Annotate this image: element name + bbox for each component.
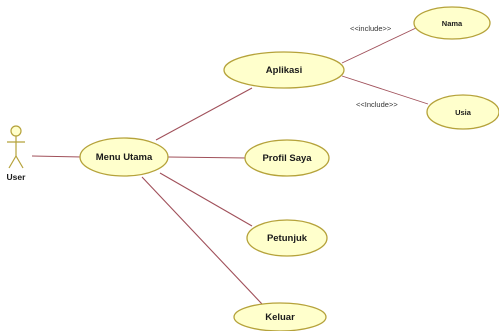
use-case-ellipse xyxy=(244,139,330,177)
use-case-ellipse xyxy=(79,137,169,177)
actor-left-leg-icon xyxy=(8,155,17,169)
use-case-keluar[interactable]: Keluar xyxy=(233,302,327,331)
use-case-ellipse xyxy=(426,94,499,130)
actor-label: User xyxy=(7,172,27,182)
use-case-label-petunjuk: Petunjuk xyxy=(267,233,308,244)
use-case-ellipse xyxy=(233,302,327,331)
assoc-menu-utama-petunjuk xyxy=(159,172,253,227)
actor-head-icon xyxy=(10,125,22,137)
include-label-nama: <<include>> xyxy=(350,24,392,33)
assoc-user-menu-utama xyxy=(31,155,83,158)
use-case-label-nama: Nama xyxy=(442,19,463,28)
use-case-ellipse xyxy=(413,6,491,40)
use-case-ellipse xyxy=(223,51,345,89)
include-line-aplikasi-nama xyxy=(341,27,417,64)
assoc-menu-utama-aplikasi xyxy=(155,87,253,141)
use-case-nama[interactable]: Nama xyxy=(413,6,491,40)
use-case-profil-saya[interactable]: Profil Saya xyxy=(244,139,330,177)
use-case-label-menu-utama: Menu Utama xyxy=(96,152,153,163)
actor-right-leg-icon xyxy=(15,155,24,169)
include-label-usia: <<Include>> xyxy=(356,100,398,109)
use-case-usia[interactable]: Usia xyxy=(426,94,499,130)
use-case-aplikasi[interactable]: Aplikasi xyxy=(223,51,345,89)
actor-user[interactable]: User xyxy=(7,125,27,182)
use-case-menu-utama[interactable]: Menu Utama xyxy=(79,137,169,177)
use-case-label-aplikasi: Aplikasi xyxy=(266,65,302,76)
include-line-aplikasi-usia xyxy=(341,75,429,105)
use-case-label-keluar: Keluar xyxy=(265,312,295,323)
use-case-ellipse xyxy=(246,219,328,257)
assoc-menu-utama-keluar xyxy=(141,176,263,305)
use-case-label-usia: Usia xyxy=(455,108,472,117)
use-case-label-profil-saya: Profil Saya xyxy=(262,153,312,164)
assoc-menu-utama-profil-saya xyxy=(167,156,248,159)
use-case-petunjuk[interactable]: Petunjuk xyxy=(246,219,328,257)
